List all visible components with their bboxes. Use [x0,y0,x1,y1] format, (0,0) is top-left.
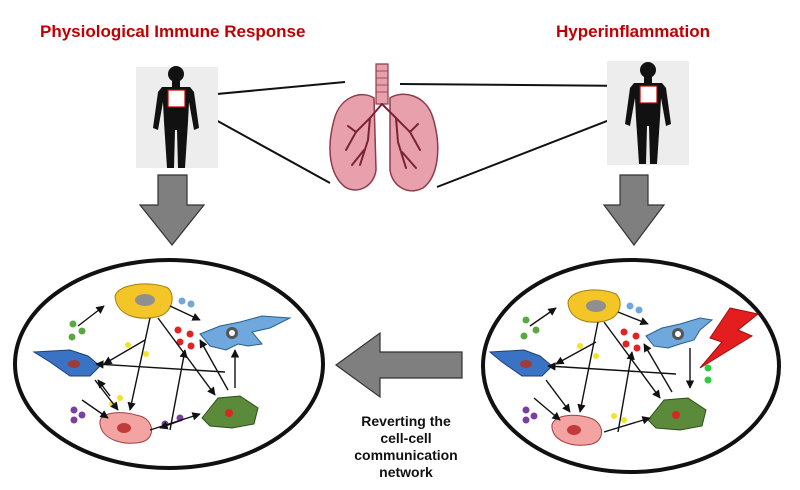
human-figure-left [136,66,218,168]
arrows-left [77,305,240,431]
down-arrow-left [138,174,206,246]
down-arrow-right [602,174,666,246]
hyperinflammation-title: Hyperinflammation [556,22,710,41]
molecules-left [68,297,195,428]
human-figure-right [607,61,689,165]
lungs-illustration [329,63,439,192]
molecules-right [520,302,712,424]
network-left [13,258,325,470]
arrows-right [529,307,695,433]
cell-green-right [647,397,707,431]
cell-blue-dendritic-right [645,317,714,349]
lightning-bolt-icon [699,307,760,369]
physiological-immune-response-title: Physiological Immune Response [40,22,306,41]
network-right [481,258,781,474]
cell-blue-left [32,349,101,377]
cell-yellow-right [567,289,621,323]
cell-green-left [201,395,259,429]
cell-blue-dendritic-left [199,315,292,351]
revert-arrow [334,331,463,399]
caption-line-2: cell-cell communication [354,430,458,463]
chest-highlight-left [167,89,186,108]
cell-blue-right [488,349,553,377]
cell-yellow-left [114,283,173,319]
caption-line-3: network [379,464,433,480]
caption-line-1: Reverting the [361,413,451,429]
cell-pink-right [551,414,602,446]
cell-pink-left [99,412,152,444]
reverting-network-caption: Reverting the cell-cell communication ne… [330,413,482,481]
chest-highlight-right [639,85,658,104]
